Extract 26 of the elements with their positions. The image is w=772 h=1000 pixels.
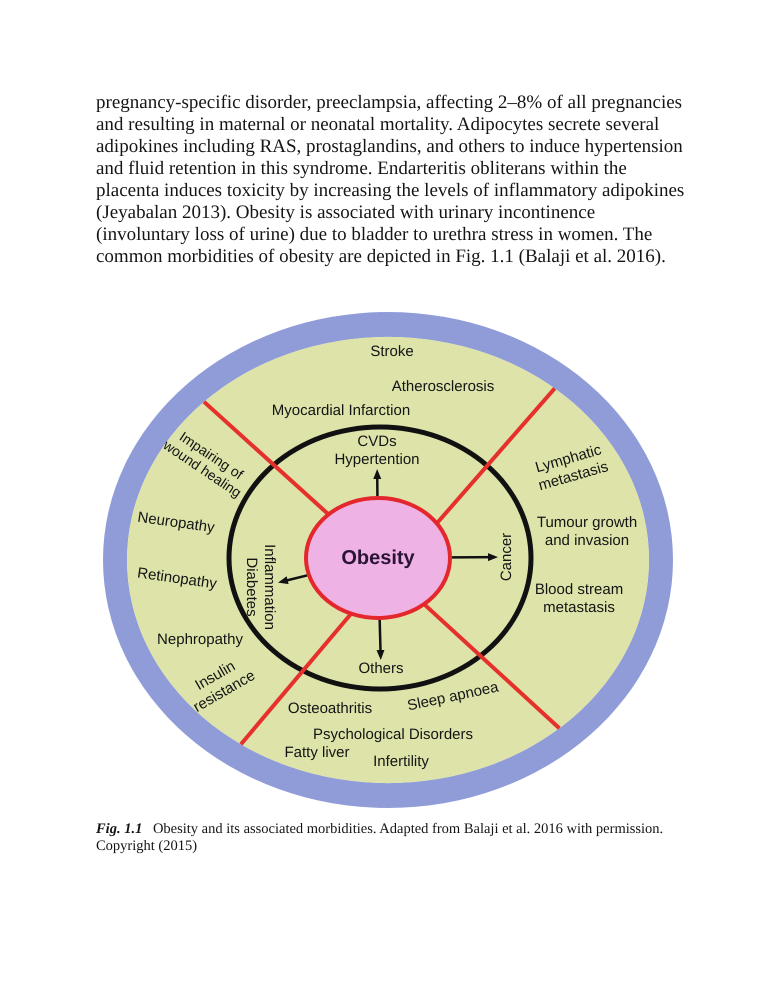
category-label: Diabetes (242, 556, 260, 619)
morbidity-label: Retinopathy (136, 564, 218, 594)
morbidity-label: Osteoathritis (288, 700, 372, 718)
category-label: Others (358, 660, 404, 678)
category-label: Inflammation (260, 544, 278, 630)
category-label: CVDs (356, 433, 398, 451)
morbidity-label: Sleep apnoea (406, 678, 500, 716)
category-label: Cancer (498, 532, 516, 582)
arrow (373, 469, 382, 496)
morbidity-label: Stroke (370, 343, 414, 361)
arrow (376, 620, 384, 660)
category-label: Hypertention (334, 451, 420, 469)
arrow (452, 553, 498, 562)
morbidity-label: Nephropathy (157, 631, 243, 649)
morbidity-label: Blood stream metastasis (534, 581, 624, 617)
arrow (278, 574, 308, 584)
figure-caption: Fig. 1.1 Obesity and its associated morbidities. Adapted from Balaji et al. 2016 with permission. Copyright (2015) (96, 821, 664, 855)
morbidity-label: Psychological Disorders (312, 726, 474, 744)
morbidity-label: Infertility (373, 753, 429, 771)
center-label: Obesity (341, 546, 415, 570)
body-paragraph: pregnancy-specific disorder, preeclampsia, affecting 2–8% of all pregnancies and resulting in maternal or neonatal mortality. Adipocytes secrete several adipokines including RAS, prostaglandins, and others to induce hypertension and fluid retention in this syndrome. Endarteritis obliterans within the placenta induces toxicity by increasing the levels of inflammatory adipokines (Jeyabalan 2013). Obesity is associated with urinary incontinence (involuntary loss of urine) due to bladder to urethra stress in women. The common morbidities of obesity are depicted in Fig. 1.1 (Balaji et al. 2016). (96, 92, 686, 268)
morbidity-label: Atherosclerosis (392, 378, 494, 396)
morbidity-label: Tumour growth and invasion (536, 514, 638, 550)
morbidity-label: Myocardial Infarction (272, 402, 410, 420)
morbidity-label: Neuropathy (136, 508, 216, 538)
morbidity-label: Fatty liver (284, 744, 350, 762)
